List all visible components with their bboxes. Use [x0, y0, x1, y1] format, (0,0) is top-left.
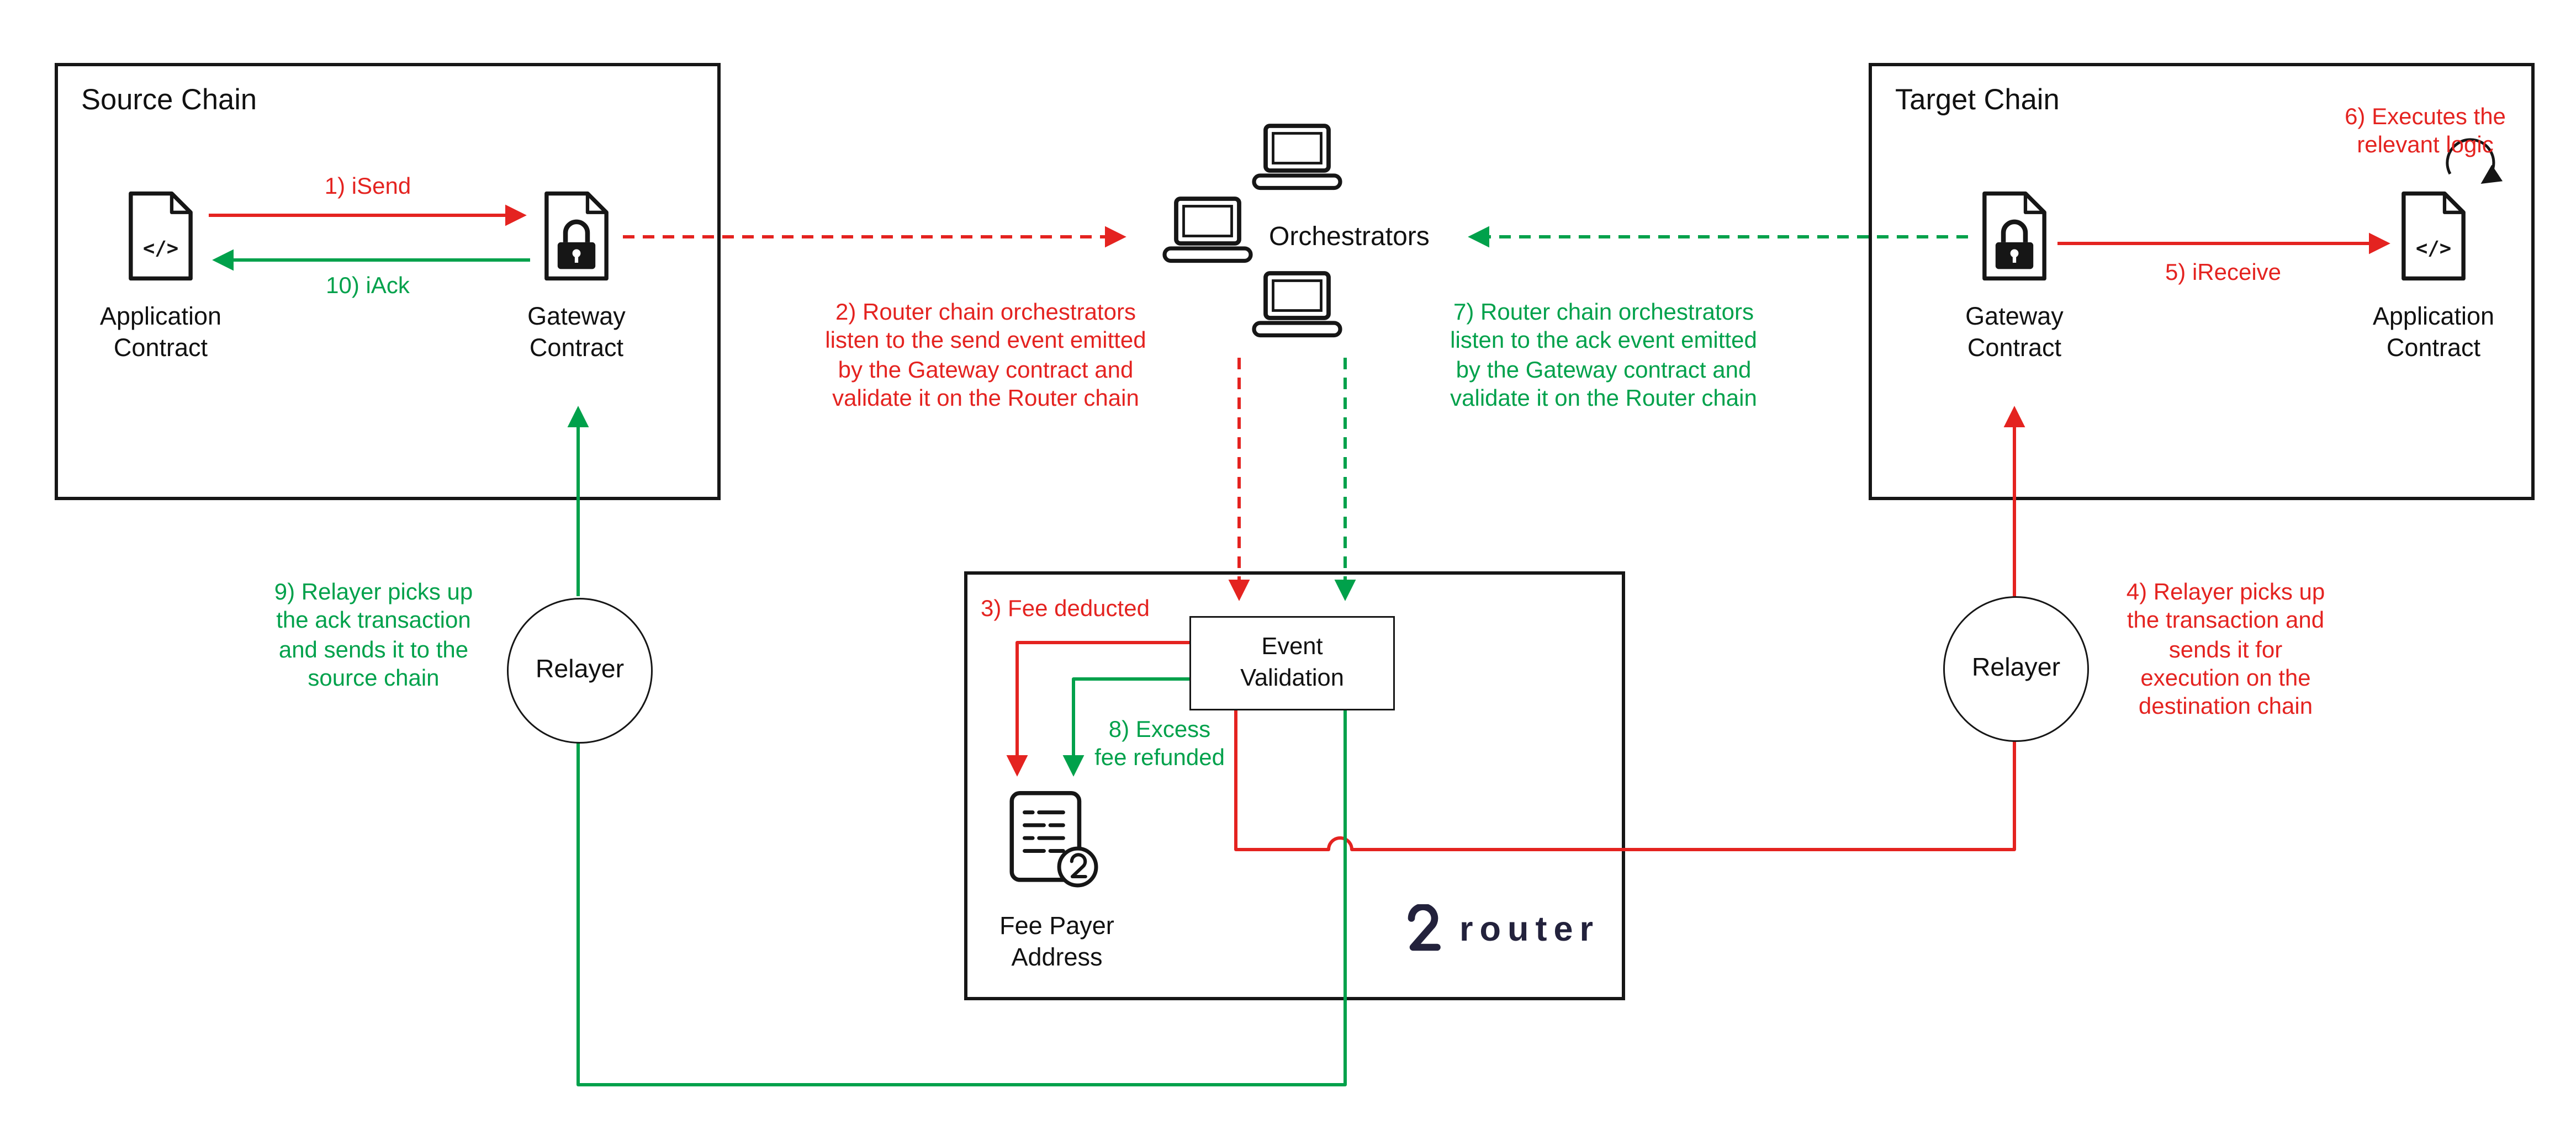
source-chain-box: [55, 63, 721, 500]
relayer-right-node: Relayer: [1943, 596, 2089, 742]
gateway-contract-source-label: Gateway Contract: [527, 303, 626, 363]
orchestrator-laptop-middle: [1155, 195, 1261, 272]
svg-text:</>: </>: [2416, 237, 2451, 260]
step-3-label: 3) Fee deducted: [981, 595, 1150, 621]
svg-text:</>: </>: [143, 237, 178, 260]
step-4-label: 4) Relayer picks up the transaction and …: [2126, 578, 2325, 720]
step-1-label: 1) iSend: [324, 172, 411, 199]
router-logo-text: router: [1459, 911, 1600, 949]
code-file-icon: </>: [129, 191, 193, 281]
gateway-contract-target-label: Gateway Contract: [1965, 303, 2064, 363]
step-2-label: 2) Router chain orchestrators listen to …: [825, 298, 1146, 411]
application-contract-source-node: </>: [121, 189, 200, 283]
application-contract-source-label: Application Contract: [99, 303, 222, 363]
laptop-icon: [1162, 197, 1253, 263]
application-contract-target-label: Application Contract: [2372, 303, 2495, 363]
lock-file-icon: [1982, 191, 2046, 281]
event-validation-node: Event Validation: [1189, 616, 1395, 710]
router-glyph-mini: [1070, 853, 1087, 879]
laptop-icon: [1252, 124, 1342, 190]
code-file-icon: </>: [2402, 191, 2466, 281]
step-7-label: 7) Router chain orchestrators listen to …: [1450, 298, 1757, 411]
fee-payer-document-icon: [1009, 790, 1098, 888]
application-contract-target-node: </>: [2394, 189, 2473, 283]
relayer-left-node: Relayer: [507, 598, 653, 744]
source-chain-title: Source Chain: [81, 83, 257, 116]
fee-payer-node: [1004, 788, 1100, 894]
router-logo: router: [1405, 904, 1600, 957]
gateway-contract-source-node: [537, 189, 616, 283]
gateway-contract-target-node: [1975, 189, 2054, 283]
target-chain-box: [1869, 63, 2535, 500]
fee-payer-label: Fee Payer Address: [999, 912, 1114, 973]
step-9-label: 9) Relayer picks up the ack transaction …: [274, 578, 473, 691]
orchestrator-laptop-top: [1244, 123, 1350, 199]
step-8-label: 8) Excess fee refunded: [1094, 715, 1225, 771]
orchestrator-laptop-bottom: [1244, 270, 1350, 346]
router-logo-icon: [1408, 904, 1441, 951]
step-6-label: 6) Executes the relevant logic: [2345, 103, 2506, 158]
laptop-icon: [1252, 271, 1342, 338]
step-10-label: 10) iAck: [326, 272, 410, 298]
lock-file-icon: [544, 191, 609, 281]
step-5-label: 5) iReceive: [2165, 258, 2282, 285]
orchestrators-label: Orchestrators: [1269, 224, 1430, 252]
target-chain-title: Target Chain: [1895, 83, 2060, 116]
